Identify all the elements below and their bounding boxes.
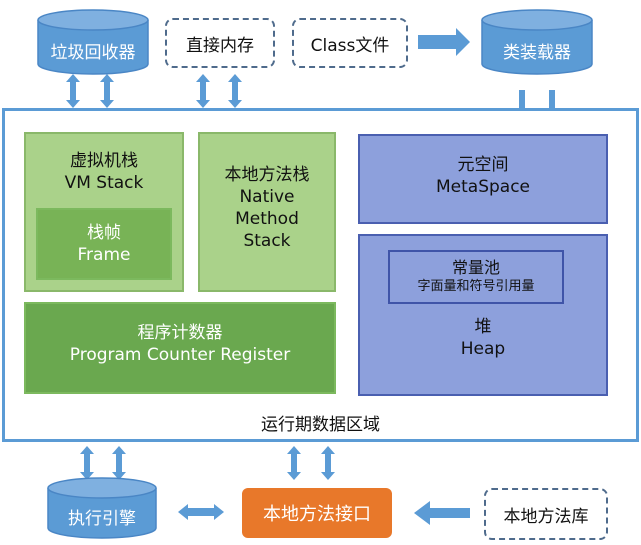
native-method-stack: 本地方法栈 Native Method Stack — [198, 132, 336, 292]
native-stack-line3: Method — [235, 209, 299, 230]
runtime-area-title: 运行期数据区域 — [261, 415, 380, 435]
gc-cylinder: 垃圾回收器 — [36, 9, 150, 76]
vm-stack-title: 虚拟机栈 — [70, 151, 138, 171]
gc-arrow-left — [66, 74, 80, 108]
pc-title: 程序计数器 — [137, 323, 223, 343]
native-method-interface: 本地方法接口 — [242, 488, 392, 538]
heap-title: 堆 — [474, 317, 492, 337]
execution-engine-cylinder: 执行引擎 — [46, 477, 158, 540]
native-method-library-box: 本地方法库 — [484, 488, 608, 540]
engine-arrow-right — [112, 446, 126, 480]
direct-memory-label: 直接内存 — [186, 35, 254, 56]
native-stack-line4: Stack — [243, 231, 291, 252]
direct-memory-arrow-right — [228, 74, 242, 108]
native-stack-line2: Native — [239, 187, 295, 208]
heap-subtitle: Heap — [460, 339, 506, 360]
native-stack-title: 本地方法栈 — [224, 165, 310, 185]
interface-arrow-right — [321, 446, 335, 480]
class-file-box: Class文件 — [292, 18, 408, 68]
direct-memory-arrow-left — [196, 74, 210, 108]
native-library-label: 本地方法库 — [503, 506, 589, 527]
gc-arrow-right — [100, 74, 114, 108]
native-lib-to-interface-arrow — [414, 501, 470, 525]
constant-pool: 常量池 字面量和符号引用量 — [388, 250, 564, 304]
native-interface-label: 本地方法接口 — [263, 504, 371, 525]
program-counter: 程序计数器 Program Counter Register — [24, 302, 336, 394]
class-file-to-loader-arrow — [418, 28, 470, 56]
direct-memory-box: 直接内存 — [165, 18, 275, 68]
metaspace: 元空间 MetaSpace — [358, 134, 608, 224]
frame-box: 栈帧 Frame — [36, 208, 172, 280]
engine-interface-arrow — [178, 504, 224, 520]
vm-stack-subtitle: VM Stack — [64, 173, 144, 194]
frame-title: 栈帧 — [87, 223, 121, 243]
class-loader-label: 类装载器 — [503, 43, 571, 63]
class-file-label: Class文件 — [310, 35, 390, 56]
gc-label: 垃圾回收器 — [50, 43, 136, 63]
execution-engine-label: 执行引擎 — [68, 509, 136, 529]
frame-subtitle: Frame — [77, 245, 131, 266]
metaspace-title: 元空间 — [457, 155, 509, 175]
constant-pool-title: 常量池 — [451, 258, 500, 277]
constant-pool-subtitle: 字面量和符号引用量 — [417, 278, 535, 294]
interface-arrow-left — [287, 446, 301, 480]
engine-arrow-left — [80, 446, 94, 480]
pc-subtitle: Program Counter Register — [69, 345, 291, 366]
class-loader-cylinder: 类装载器 — [480, 9, 594, 76]
metaspace-subtitle: MetaSpace — [435, 177, 530, 198]
